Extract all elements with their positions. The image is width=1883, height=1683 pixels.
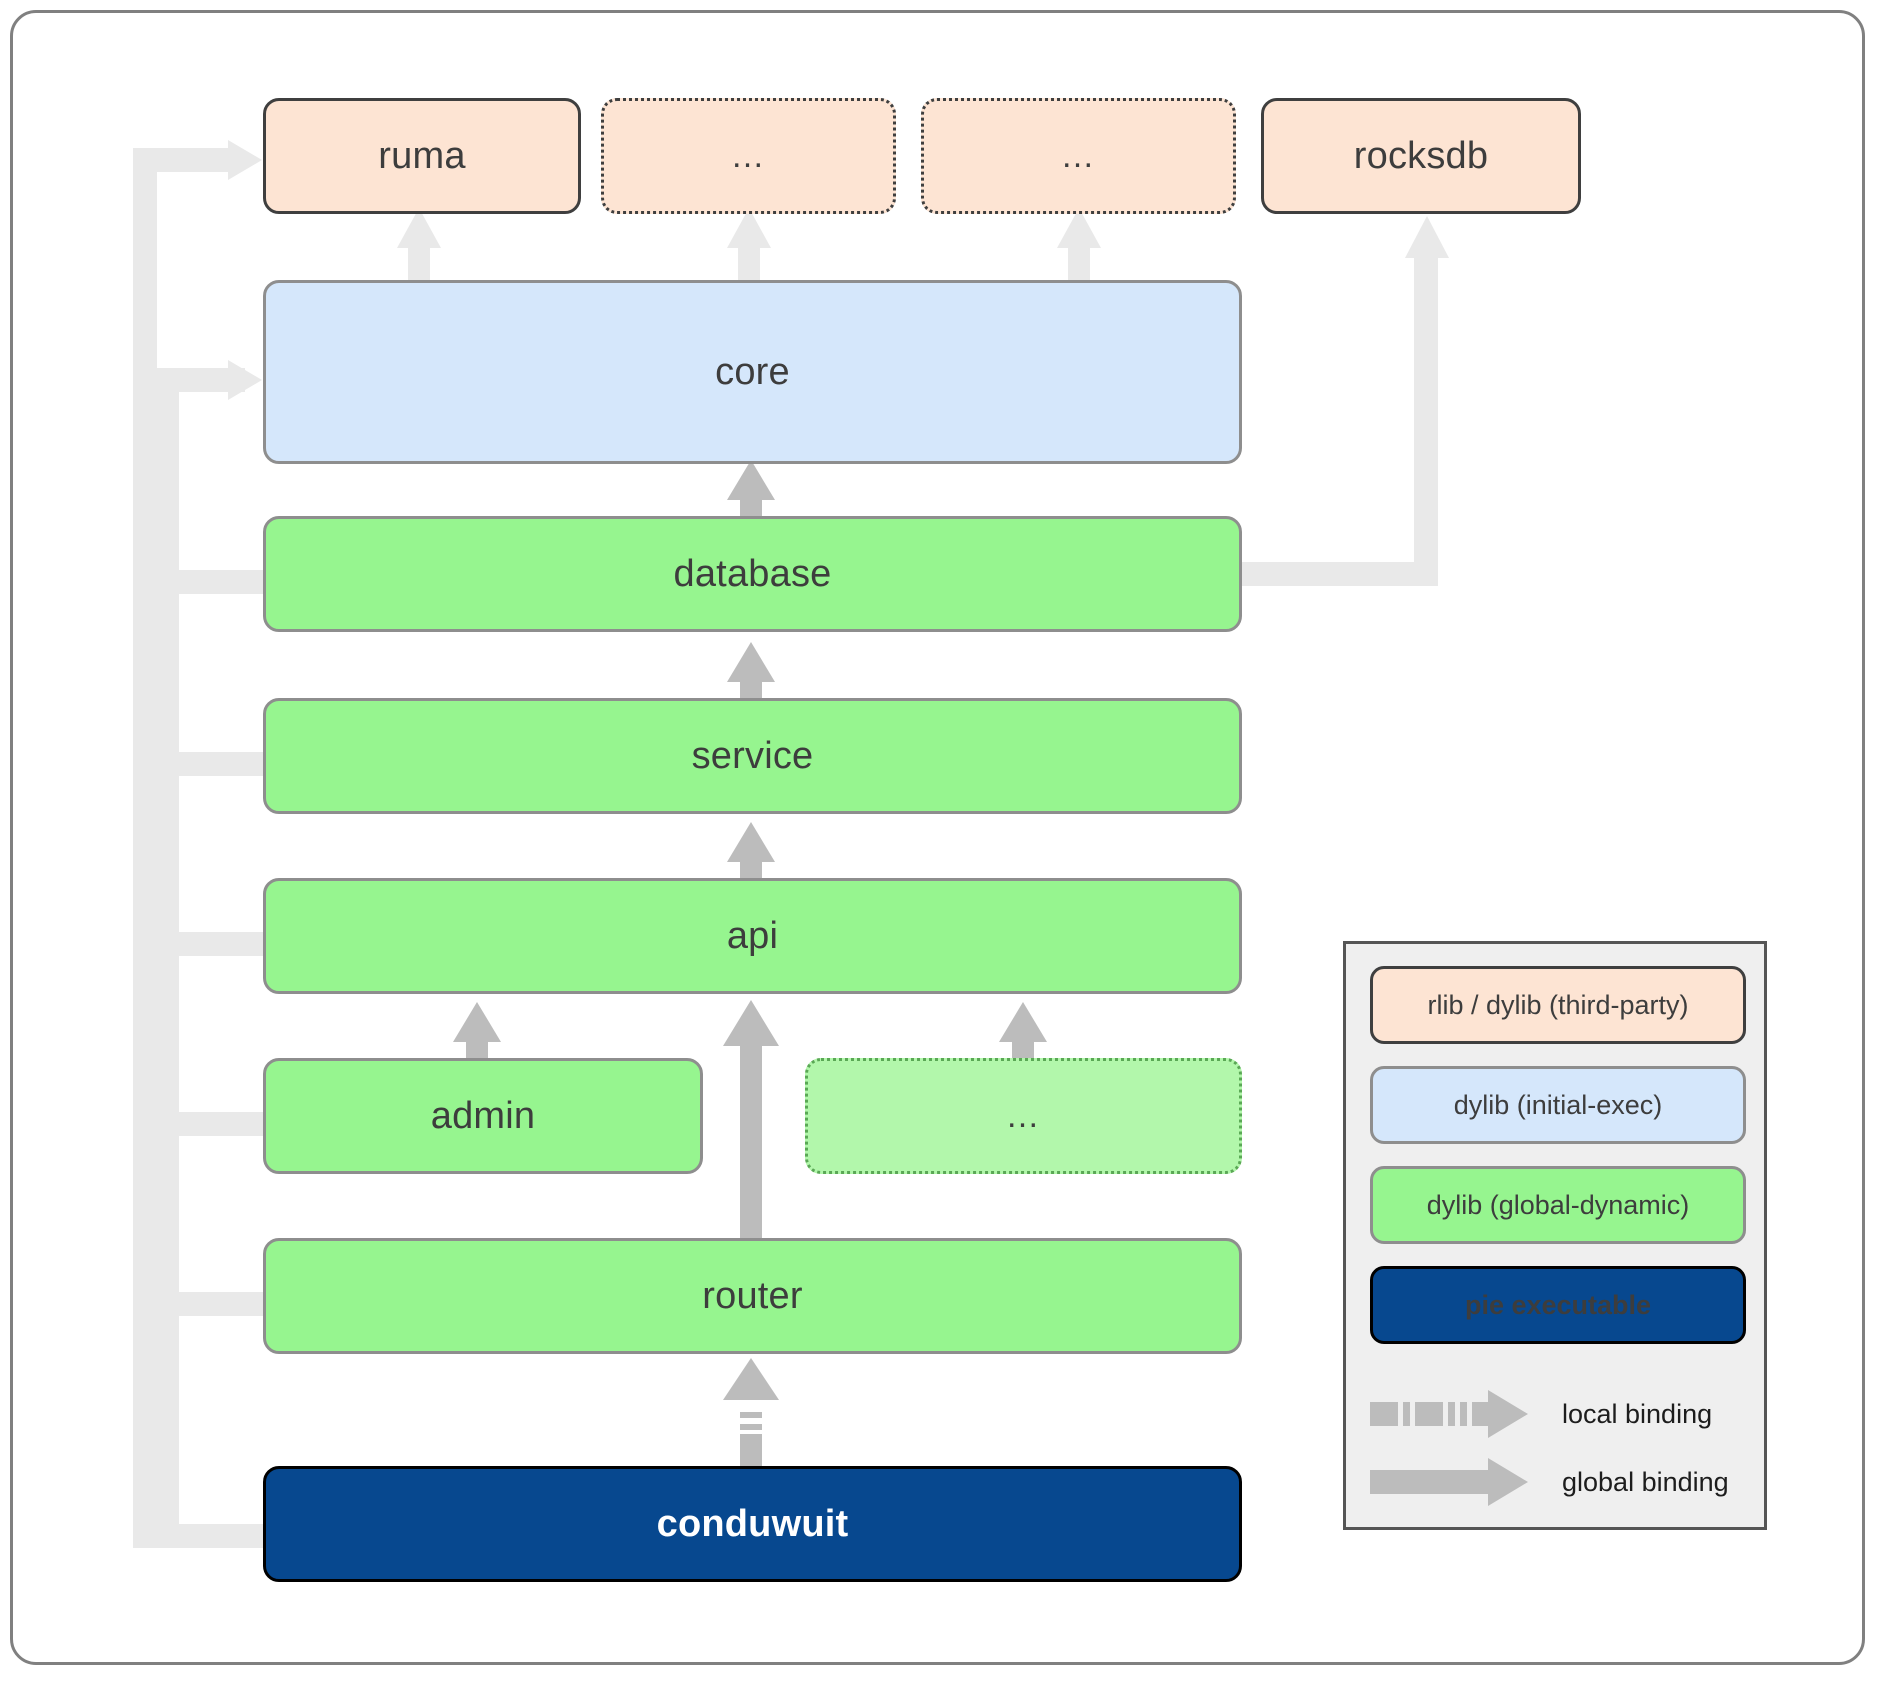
legend-chip-pie-executable: pie executable (1370, 1266, 1746, 1344)
node-label: … (1005, 1096, 1042, 1135)
node-top-placeholder-2[interactable]: … (921, 98, 1236, 214)
legend-chip-label: dylib (global-dynamic) (1426, 1189, 1690, 1220)
node-admin-placeholder[interactable]: … (805, 1058, 1242, 1174)
node-label: ruma (378, 134, 466, 177)
node-admin[interactable]: admin (263, 1058, 703, 1174)
node-label: … (730, 136, 767, 175)
node-database[interactable]: database (263, 516, 1242, 632)
node-core[interactable]: core (263, 280, 1242, 464)
node-router[interactable]: router (263, 1238, 1242, 1354)
node-label: api (726, 914, 779, 957)
legend-row-label: local binding (1562, 1398, 1713, 1429)
legend-row-global-binding: global binding (1370, 1452, 1750, 1512)
legend-chip-label: pie executable (1464, 1289, 1652, 1320)
legend-chip-global-dynamic: dylib (global-dynamic) (1370, 1166, 1746, 1244)
legend-chip-label: rlib / dylib (third-party) (1427, 989, 1689, 1020)
legend-chip-label: dylib (initial-exec) (1453, 1089, 1663, 1120)
node-service[interactable]: service (263, 698, 1242, 814)
global-binding-arrow-icon (1370, 1458, 1528, 1506)
node-label: … (1060, 136, 1097, 175)
node-conduwuit[interactable]: conduwuit (263, 1466, 1242, 1582)
node-rocksdb[interactable]: rocksdb (1261, 98, 1581, 214)
node-label: router (702, 1274, 803, 1317)
node-api[interactable]: api (263, 878, 1242, 994)
node-label: rocksdb (1353, 134, 1489, 177)
local-binding-arrow-icon (1370, 1390, 1528, 1438)
legend-panel: rlib / dylib (third-party) dylib (initia… (1343, 941, 1767, 1530)
node-label: service (691, 734, 814, 777)
node-label: core (715, 350, 790, 393)
node-label: conduwuit (656, 1502, 849, 1545)
node-label: database (673, 552, 832, 595)
legend-row-label: global binding (1562, 1466, 1729, 1497)
node-ruma[interactable]: ruma (263, 98, 581, 214)
legend-chip-third-party: rlib / dylib (third-party) (1370, 966, 1746, 1044)
node-top-placeholder-1[interactable]: … (601, 98, 896, 214)
legend-chip-initial-exec: dylib (initial-exec) (1370, 1066, 1746, 1144)
node-label: admin (430, 1094, 536, 1137)
legend-row-local-binding: local binding (1370, 1384, 1750, 1444)
